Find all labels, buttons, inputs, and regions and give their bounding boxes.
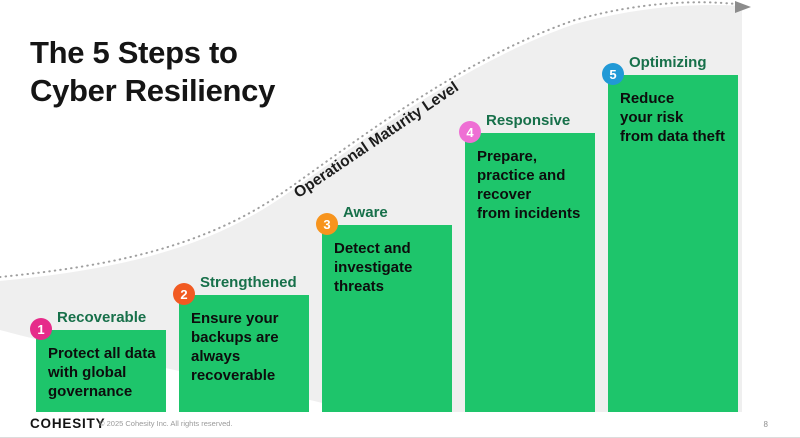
step-description: Ensure your backups are always recoverab… [191, 310, 279, 384]
step-label: Optimizing [629, 54, 707, 71]
step-strengthened: Strengthened 2 Ensure your backups are a… [173, 274, 309, 412]
step-description: Prepare, practice and recover from incid… [477, 148, 581, 222]
step-number-badge: 3 [316, 213, 338, 235]
curve-arrowhead-icon [735, 1, 751, 13]
step-label: Responsive [486, 112, 571, 129]
step-recoverable: Recoverable 1 Protect all data with glob… [30, 309, 166, 412]
step-bar: 5 Reduce your risk from data theft [602, 63, 738, 412]
step-aware: Aware 3 Detect and investigate threats [316, 204, 452, 412]
step-number-badge: 1 [30, 318, 52, 340]
step-bar: 1 Protect all data with global governanc… [30, 318, 166, 412]
step-bar: 3 Detect and investigate threats [316, 213, 452, 412]
step-description: Detect and investigate threats [334, 240, 413, 295]
slide-footer: COHESITY © 2025 Cohesity Inc. All rights… [0, 412, 800, 438]
page-number: 8 [763, 420, 768, 429]
step-description: Reduce your risk from data theft [620, 90, 725, 145]
step-number-badge: 5 [602, 63, 624, 85]
step-bar: 4 Prepare, practice and recover from inc… [459, 121, 595, 412]
step-bar: 2 Ensure your backups are always recover… [173, 283, 309, 412]
step-responsive: Responsive 4 Prepare, practice and recov… [459, 112, 595, 412]
step-label: Recoverable [57, 309, 147, 326]
step-description: Protect all data with global governance [48, 345, 156, 400]
step-label: Strengthened [200, 274, 297, 291]
step-label: Aware [343, 204, 388, 221]
cohesity-logo: COHESITY [30, 416, 106, 431]
copyright-text: © 2025 Cohesity Inc. All rights reserved… [99, 419, 233, 428]
step-number-badge: 4 [459, 121, 481, 143]
page-title: The 5 Steps to Cyber Resiliency [30, 35, 276, 109]
step-number-badge: 2 [173, 283, 195, 305]
step-optimizing: Optimizing 5 Reduce your risk from data … [602, 54, 738, 412]
